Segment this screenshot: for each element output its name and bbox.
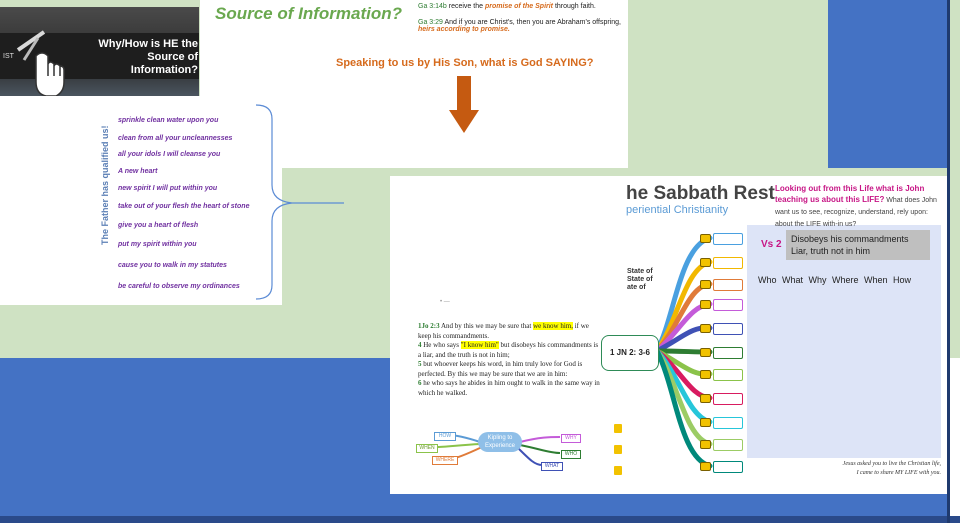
verse-number-label: Vs 2 bbox=[761, 239, 782, 250]
kipling-box-who: WHO bbox=[561, 450, 581, 459]
scripture-passage: 1Jo 2:3 And by this we may be sure that … bbox=[418, 322, 600, 397]
kipling-box-where: WHERE bbox=[432, 456, 458, 465]
list-item: put my spirit within you bbox=[118, 241, 197, 248]
thumbnail-tag: IST bbox=[3, 53, 14, 60]
list-item: be careful to observe my ordinances bbox=[118, 283, 240, 290]
branch-box bbox=[713, 257, 743, 269]
speaking-question: Speaking to us by His Son, what is God S… bbox=[336, 57, 594, 69]
branch-tag-icon bbox=[700, 324, 711, 333]
down-arrow-icon bbox=[449, 76, 479, 133]
kipling-box-why: WHY bbox=[561, 434, 581, 443]
kipling-box-what: WHAT bbox=[541, 462, 563, 471]
looking-question: Looking out from this Life what is John … bbox=[775, 184, 937, 228]
list-item: clean from all your uncleannesses bbox=[118, 135, 233, 142]
six-questions: Who What Why Where When How bbox=[758, 275, 912, 285]
branch-box bbox=[713, 347, 743, 359]
source-title: Source of Information? bbox=[215, 4, 402, 23]
dots-icon: • — bbox=[440, 299, 450, 305]
branch-box bbox=[713, 323, 743, 335]
center-node: 1 JN 2: 3-6 bbox=[601, 335, 659, 371]
branch-box bbox=[713, 279, 743, 291]
branch-tag-icon bbox=[700, 462, 711, 471]
kipling-box-how: HOW bbox=[434, 432, 456, 441]
branch-box bbox=[713, 369, 743, 381]
note-icon bbox=[614, 445, 622, 454]
branch-tag-icon bbox=[700, 348, 711, 357]
note-icon bbox=[614, 424, 622, 433]
branch-tag-icon bbox=[700, 370, 711, 379]
list-item: take out of your flesh the heart of ston… bbox=[118, 203, 250, 210]
notes-panel bbox=[747, 225, 941, 458]
list-item: give you a heart of flesh bbox=[118, 222, 199, 229]
branch-tag-icon bbox=[700, 234, 711, 243]
branch-tag-icon bbox=[700, 300, 711, 309]
verse-galatians-3-29: Ga 3:29 And if you are Christ's, then yo… bbox=[418, 19, 621, 33]
branch-tag-icon bbox=[700, 418, 711, 427]
branch-box bbox=[713, 439, 743, 451]
branch-box bbox=[713, 299, 743, 311]
right-brace-icon bbox=[255, 104, 344, 300]
branch-box bbox=[713, 417, 743, 429]
list-slide bbox=[0, 96, 282, 305]
branch-tag-icon bbox=[700, 440, 711, 449]
signature-note: Jesus asked you to live the Christian li… bbox=[842, 461, 941, 476]
branch-tag-icon bbox=[700, 280, 711, 289]
branch-tag-icon bbox=[700, 258, 711, 267]
branch-box bbox=[713, 461, 743, 473]
branch-box bbox=[713, 233, 743, 245]
right-edge-border bbox=[947, 0, 950, 523]
kipling-node: Kipling to Experience bbox=[478, 432, 522, 452]
verse-galatians-3-14: Ga 3:14b receive the promise of the Spir… bbox=[418, 3, 596, 10]
branch-box bbox=[713, 393, 743, 405]
list-item: new spirit I will put within you bbox=[118, 185, 218, 192]
list-item: all your idols I will cleanse you bbox=[118, 151, 221, 158]
experiential-subtitle: periential Christianity bbox=[626, 204, 729, 216]
hand-cursor-icon bbox=[16, 30, 65, 97]
kipling-box-when: WHEN bbox=[416, 444, 438, 453]
list-item: cause you to walk in my statutes bbox=[118, 262, 227, 269]
blue-top-right-panel bbox=[828, 0, 947, 168]
note-icon bbox=[614, 466, 622, 475]
sabbath-title: he Sabbath Rest bbox=[626, 183, 775, 204]
disobeys-box bbox=[786, 230, 930, 260]
bottom-border bbox=[0, 516, 960, 523]
vertical-label: The Father has qualified us! bbox=[100, 125, 110, 245]
branch-tag-icon bbox=[700, 394, 711, 403]
list-item: A new heart bbox=[118, 168, 158, 175]
list-item: sprinkle clean water upon you bbox=[118, 117, 219, 124]
